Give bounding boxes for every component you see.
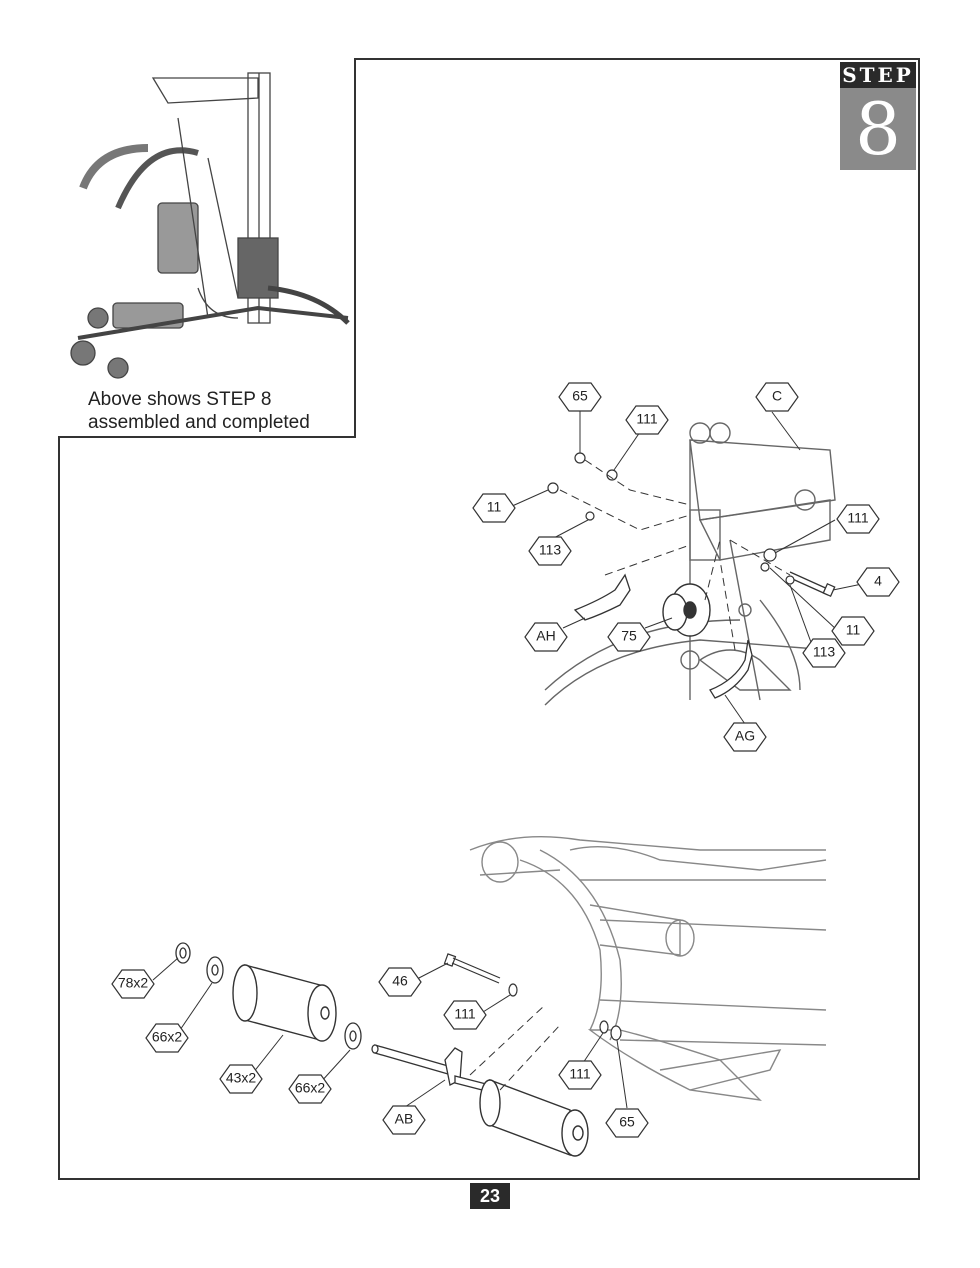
svg-text:111: 111 bbox=[847, 510, 868, 526]
callout-c: C bbox=[755, 382, 799, 412]
washer-66x2-left bbox=[206, 956, 224, 984]
washer-66x2-right bbox=[344, 1022, 362, 1050]
svg-text:66x2: 66x2 bbox=[295, 1080, 326, 1096]
step-label: STEP bbox=[840, 62, 916, 88]
inset-caption: Above shows STEP 8 assembled and complet… bbox=[88, 388, 310, 434]
page-number: 23 bbox=[470, 1183, 510, 1209]
callout-111-lower-b: 111 bbox=[558, 1060, 602, 1090]
callout-113-upper-b: 113 bbox=[802, 638, 846, 668]
callout-ah: AH bbox=[524, 622, 568, 652]
callout-111-lower-a: 111 bbox=[443, 1000, 487, 1030]
svg-text:46: 46 bbox=[392, 973, 408, 989]
svg-text:66x2: 66x2 bbox=[152, 1029, 183, 1045]
svg-text:111: 111 bbox=[454, 1006, 475, 1022]
small-hardware-upper bbox=[547, 452, 795, 585]
roller-tube-ab bbox=[371, 1044, 491, 1093]
callout-111-upper-b: 111 bbox=[836, 504, 880, 534]
callout-111-upper-a: 111 bbox=[625, 405, 669, 435]
svg-text:75: 75 bbox=[621, 628, 637, 644]
svg-text:111: 111 bbox=[636, 411, 657, 427]
bracket-ag bbox=[709, 639, 753, 699]
svg-text:11: 11 bbox=[846, 622, 861, 638]
pulley-75 bbox=[662, 583, 711, 637]
callout-113-upper-a: 113 bbox=[528, 536, 572, 566]
callout-65-upper: 65 bbox=[558, 382, 602, 412]
roller-pad-right bbox=[479, 1078, 589, 1157]
assembled-view-inset: Above shows STEP 8 assembled and complet… bbox=[58, 58, 356, 438]
step-number: 8 bbox=[840, 88, 916, 170]
callout-11-upper-a: 11 bbox=[472, 493, 516, 523]
svg-text:C: C bbox=[772, 388, 782, 404]
bolt-46 bbox=[443, 953, 501, 984]
bracket-ah bbox=[573, 573, 631, 621]
svg-text:AB: AB bbox=[395, 1111, 414, 1127]
step-badge: STEP 8 bbox=[840, 62, 916, 170]
svg-text:11: 11 bbox=[487, 499, 502, 515]
svg-text:43x2: 43x2 bbox=[226, 1070, 257, 1086]
assembled-machine-illustration bbox=[70, 72, 350, 379]
callout-ab: AB bbox=[382, 1105, 426, 1135]
assembly-lines-upper bbox=[559, 459, 791, 651]
callout-75: 75 bbox=[607, 622, 651, 652]
washer-78x2 bbox=[175, 942, 191, 964]
callout-43x2: 43x2 bbox=[219, 1064, 263, 1094]
inset-caption-line-2: assembled and completed bbox=[88, 412, 310, 433]
svg-text:AH: AH bbox=[536, 628, 555, 644]
svg-text:65: 65 bbox=[572, 388, 588, 404]
callout-11-upper-b: 11 bbox=[831, 616, 875, 646]
svg-text:65: 65 bbox=[619, 1114, 635, 1130]
upper-frame-drawing bbox=[544, 422, 836, 706]
roller-pad-43x2 bbox=[232, 964, 337, 1042]
callout-4: 4 bbox=[856, 567, 900, 597]
callout-78x2: 78x2 bbox=[111, 969, 155, 999]
page-frame bbox=[58, 58, 920, 1180]
callout-65-lower: 65 bbox=[605, 1108, 649, 1138]
callout-66x2-right: 66x2 bbox=[288, 1074, 332, 1104]
svg-text:4: 4 bbox=[874, 573, 882, 589]
svg-text:113: 113 bbox=[813, 644, 836, 660]
svg-text:AG: AG bbox=[735, 728, 755, 744]
callout-ag: AG bbox=[723, 722, 767, 752]
small-hardware-lower bbox=[508, 983, 622, 1041]
svg-text:113: 113 bbox=[539, 542, 562, 558]
leader-lines-lower bbox=[152, 957, 628, 1109]
callout-46: 46 bbox=[378, 967, 422, 997]
callout-66x2-left: 66x2 bbox=[145, 1023, 189, 1053]
lower-frame-drawing bbox=[469, 835, 827, 1101]
svg-text:111: 111 bbox=[569, 1066, 590, 1082]
inset-caption-line-1: Above shows STEP 8 bbox=[88, 389, 272, 410]
svg-text:78x2: 78x2 bbox=[118, 975, 149, 991]
bolt-4 bbox=[787, 571, 836, 598]
leader-lines-upper bbox=[509, 410, 863, 725]
assembly-lines-lower bbox=[469, 1004, 561, 1091]
